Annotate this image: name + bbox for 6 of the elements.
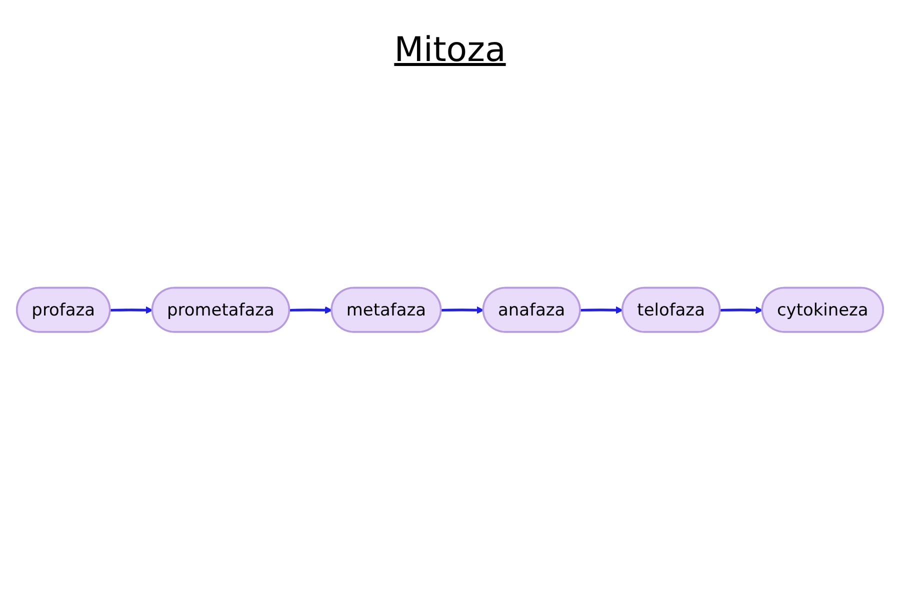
diagram-title: Mitoza [393, 30, 507, 70]
arrow [441, 306, 484, 314]
arrow [110, 306, 153, 314]
arrow [290, 306, 332, 314]
arrow [720, 306, 763, 314]
arrow [580, 306, 624, 314]
